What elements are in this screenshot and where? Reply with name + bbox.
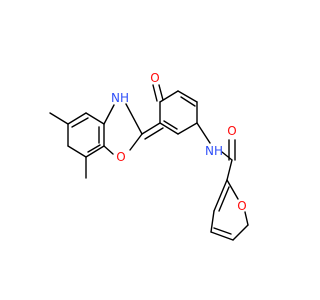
- bond: [141, 122, 161, 135]
- bond: [158, 84, 164, 101]
- atom-labels: O NH O NH O O: [111, 71, 247, 213]
- bond: [85, 112, 105, 125]
- bond: [226, 159, 233, 181]
- bond: [67, 145, 87, 158]
- bond: [232, 224, 249, 241]
- bond: [125, 103, 143, 135]
- benzoxazole-oxygen-label: O: [116, 150, 125, 164]
- bond: [152, 84, 158, 102]
- chemical-structure-diagram: O NH O NH O O: [49, 71, 249, 241]
- bond: [244, 211, 249, 226]
- bond: [159, 122, 179, 135]
- bond-double-inner: [71, 117, 89, 128]
- amide-oxygen-label: O: [227, 124, 236, 138]
- bond: [103, 104, 115, 125]
- furan-oxygen-label: O: [237, 199, 246, 213]
- bond: [226, 179, 239, 200]
- bond-double-inner: [180, 96, 196, 107]
- bond: [196, 122, 211, 144]
- bond: [103, 145, 114, 155]
- bond: [221, 151, 233, 161]
- ketone-oxygen-label: O: [150, 71, 159, 85]
- amide-nitrogen-label: NH: [205, 144, 223, 158]
- bond: [129, 133, 143, 151]
- benzoxazole-nitrogen-label: NH: [111, 91, 129, 105]
- bond-double-inner: [144, 127, 164, 140]
- bond: [213, 179, 228, 212]
- bond: [210, 210, 215, 233]
- bond-double-inner: [87, 144, 101, 153]
- methyl-bond: [49, 112, 69, 125]
- bond: [177, 122, 198, 135]
- bond-double-inner: [213, 227, 232, 235]
- bond: [67, 112, 87, 125]
- bond-lines: [49, 84, 249, 241]
- bond: [177, 90, 198, 103]
- bond: [210, 231, 234, 241]
- bond-double-inner: [218, 186, 230, 212]
- bond: [85, 145, 105, 158]
- bond-double-inner: [163, 120, 178, 130]
